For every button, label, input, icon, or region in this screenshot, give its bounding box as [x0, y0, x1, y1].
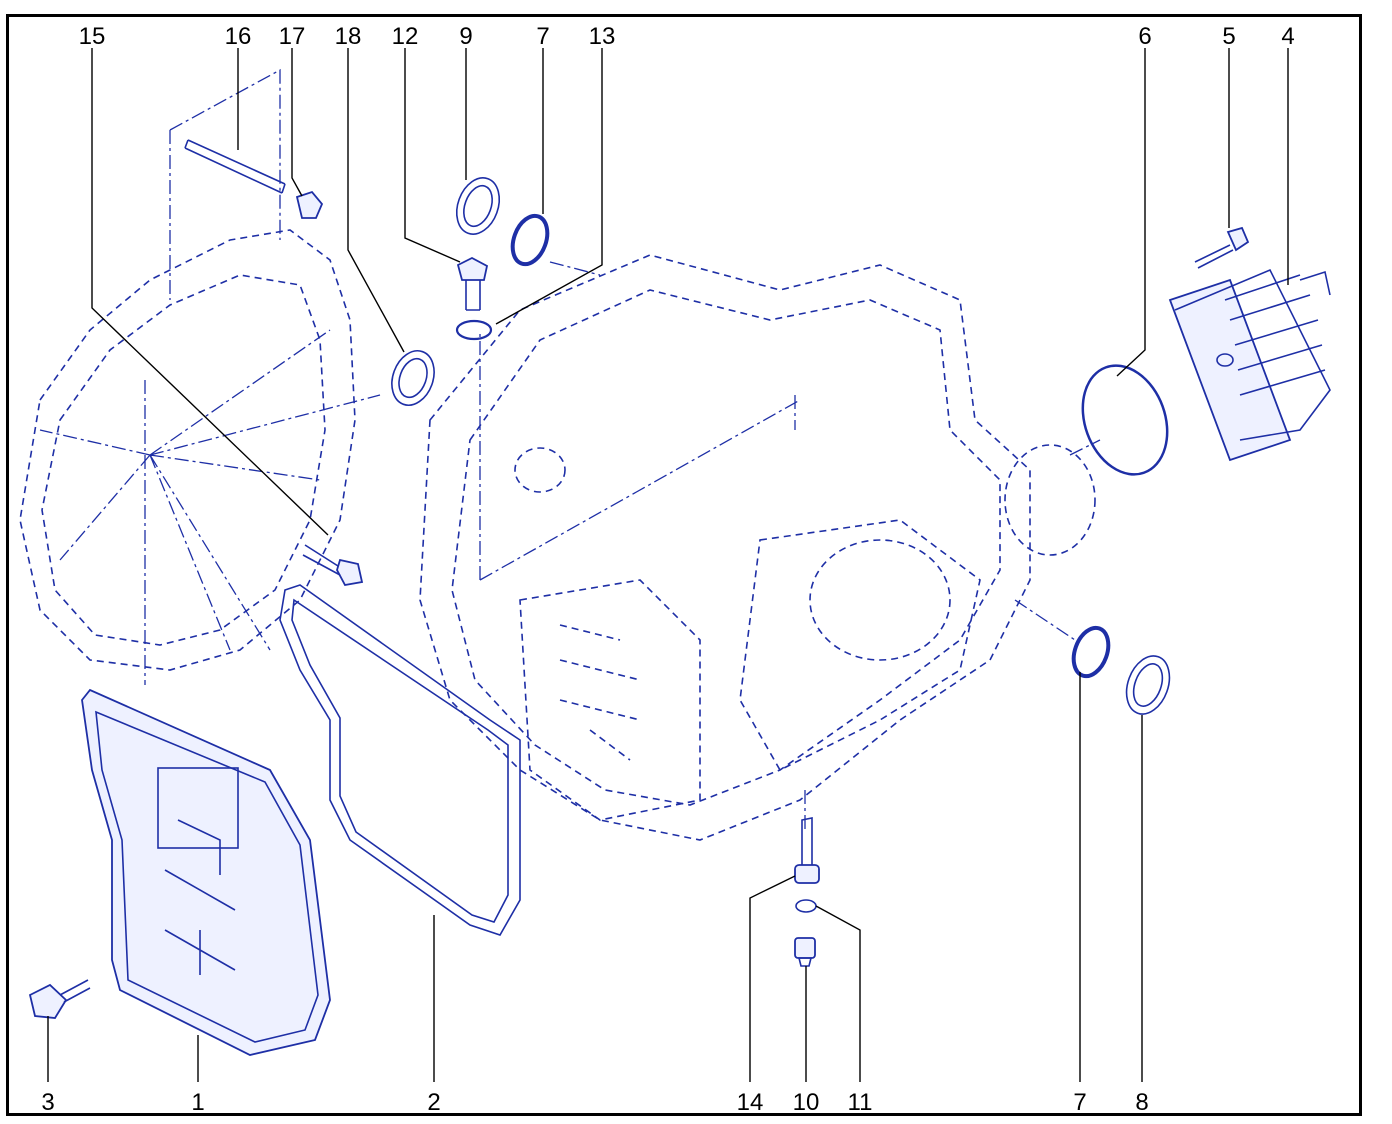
part-12-bolt [456, 256, 489, 311]
callout-6: 6 [1138, 23, 1151, 50]
part-5-bolt [1194, 226, 1250, 269]
part-7-o-ring-bottom [1071, 625, 1111, 679]
callout-8: 8 [1135, 1089, 1148, 1116]
part-6-large-o-ring [1081, 364, 1169, 476]
callout-10: 10 [793, 1089, 820, 1116]
callout-3: 3 [41, 1089, 54, 1116]
callout-16: 16 [225, 23, 252, 50]
callout-4: 4 [1281, 23, 1294, 50]
callout-12: 12 [392, 23, 419, 50]
part-13-o-ring [455, 319, 493, 341]
callout-7-top: 7 [536, 23, 549, 50]
callout-2: 2 [427, 1089, 440, 1116]
part-18-seal [391, 350, 435, 406]
part-16-stud [184, 139, 286, 194]
part-11-small-o-ring [795, 899, 817, 913]
part-1-oil-pan [81, 688, 331, 1056]
part-3-bolt [28, 979, 91, 1019]
callout-7-bottom: 7 [1073, 1089, 1086, 1116]
bell-housing [19, 68, 381, 685]
callout-13: 13 [589, 23, 616, 50]
callout-15: 15 [79, 23, 106, 50]
transmission-case [419, 254, 1101, 841]
part-2-gasket [279, 584, 521, 936]
part-4-oil-cooler [1168, 268, 1331, 462]
part-14-fill-plug [794, 817, 820, 884]
part-15-bolt [302, 544, 364, 586]
callout-labels: 15 16 17 18 12 9 7 13 6 5 4 3 1 2 14 10 … [41, 23, 1294, 1116]
callout-11: 11 [848, 1089, 873, 1116]
part-8-seal [1125, 655, 1171, 715]
callout-14: 14 [737, 1089, 764, 1116]
callout-17: 17 [279, 23, 306, 50]
callout-1: 1 [191, 1089, 204, 1116]
part-7-o-ring-top [510, 213, 550, 267]
part-17-nut [295, 190, 324, 219]
part-9-seal [455, 177, 501, 235]
part-10-drain-plug [794, 937, 816, 967]
callout-5: 5 [1222, 23, 1235, 50]
leader-lines [47, 48, 1289, 1082]
callout-18: 18 [335, 23, 362, 50]
callout-9: 9 [459, 23, 472, 50]
